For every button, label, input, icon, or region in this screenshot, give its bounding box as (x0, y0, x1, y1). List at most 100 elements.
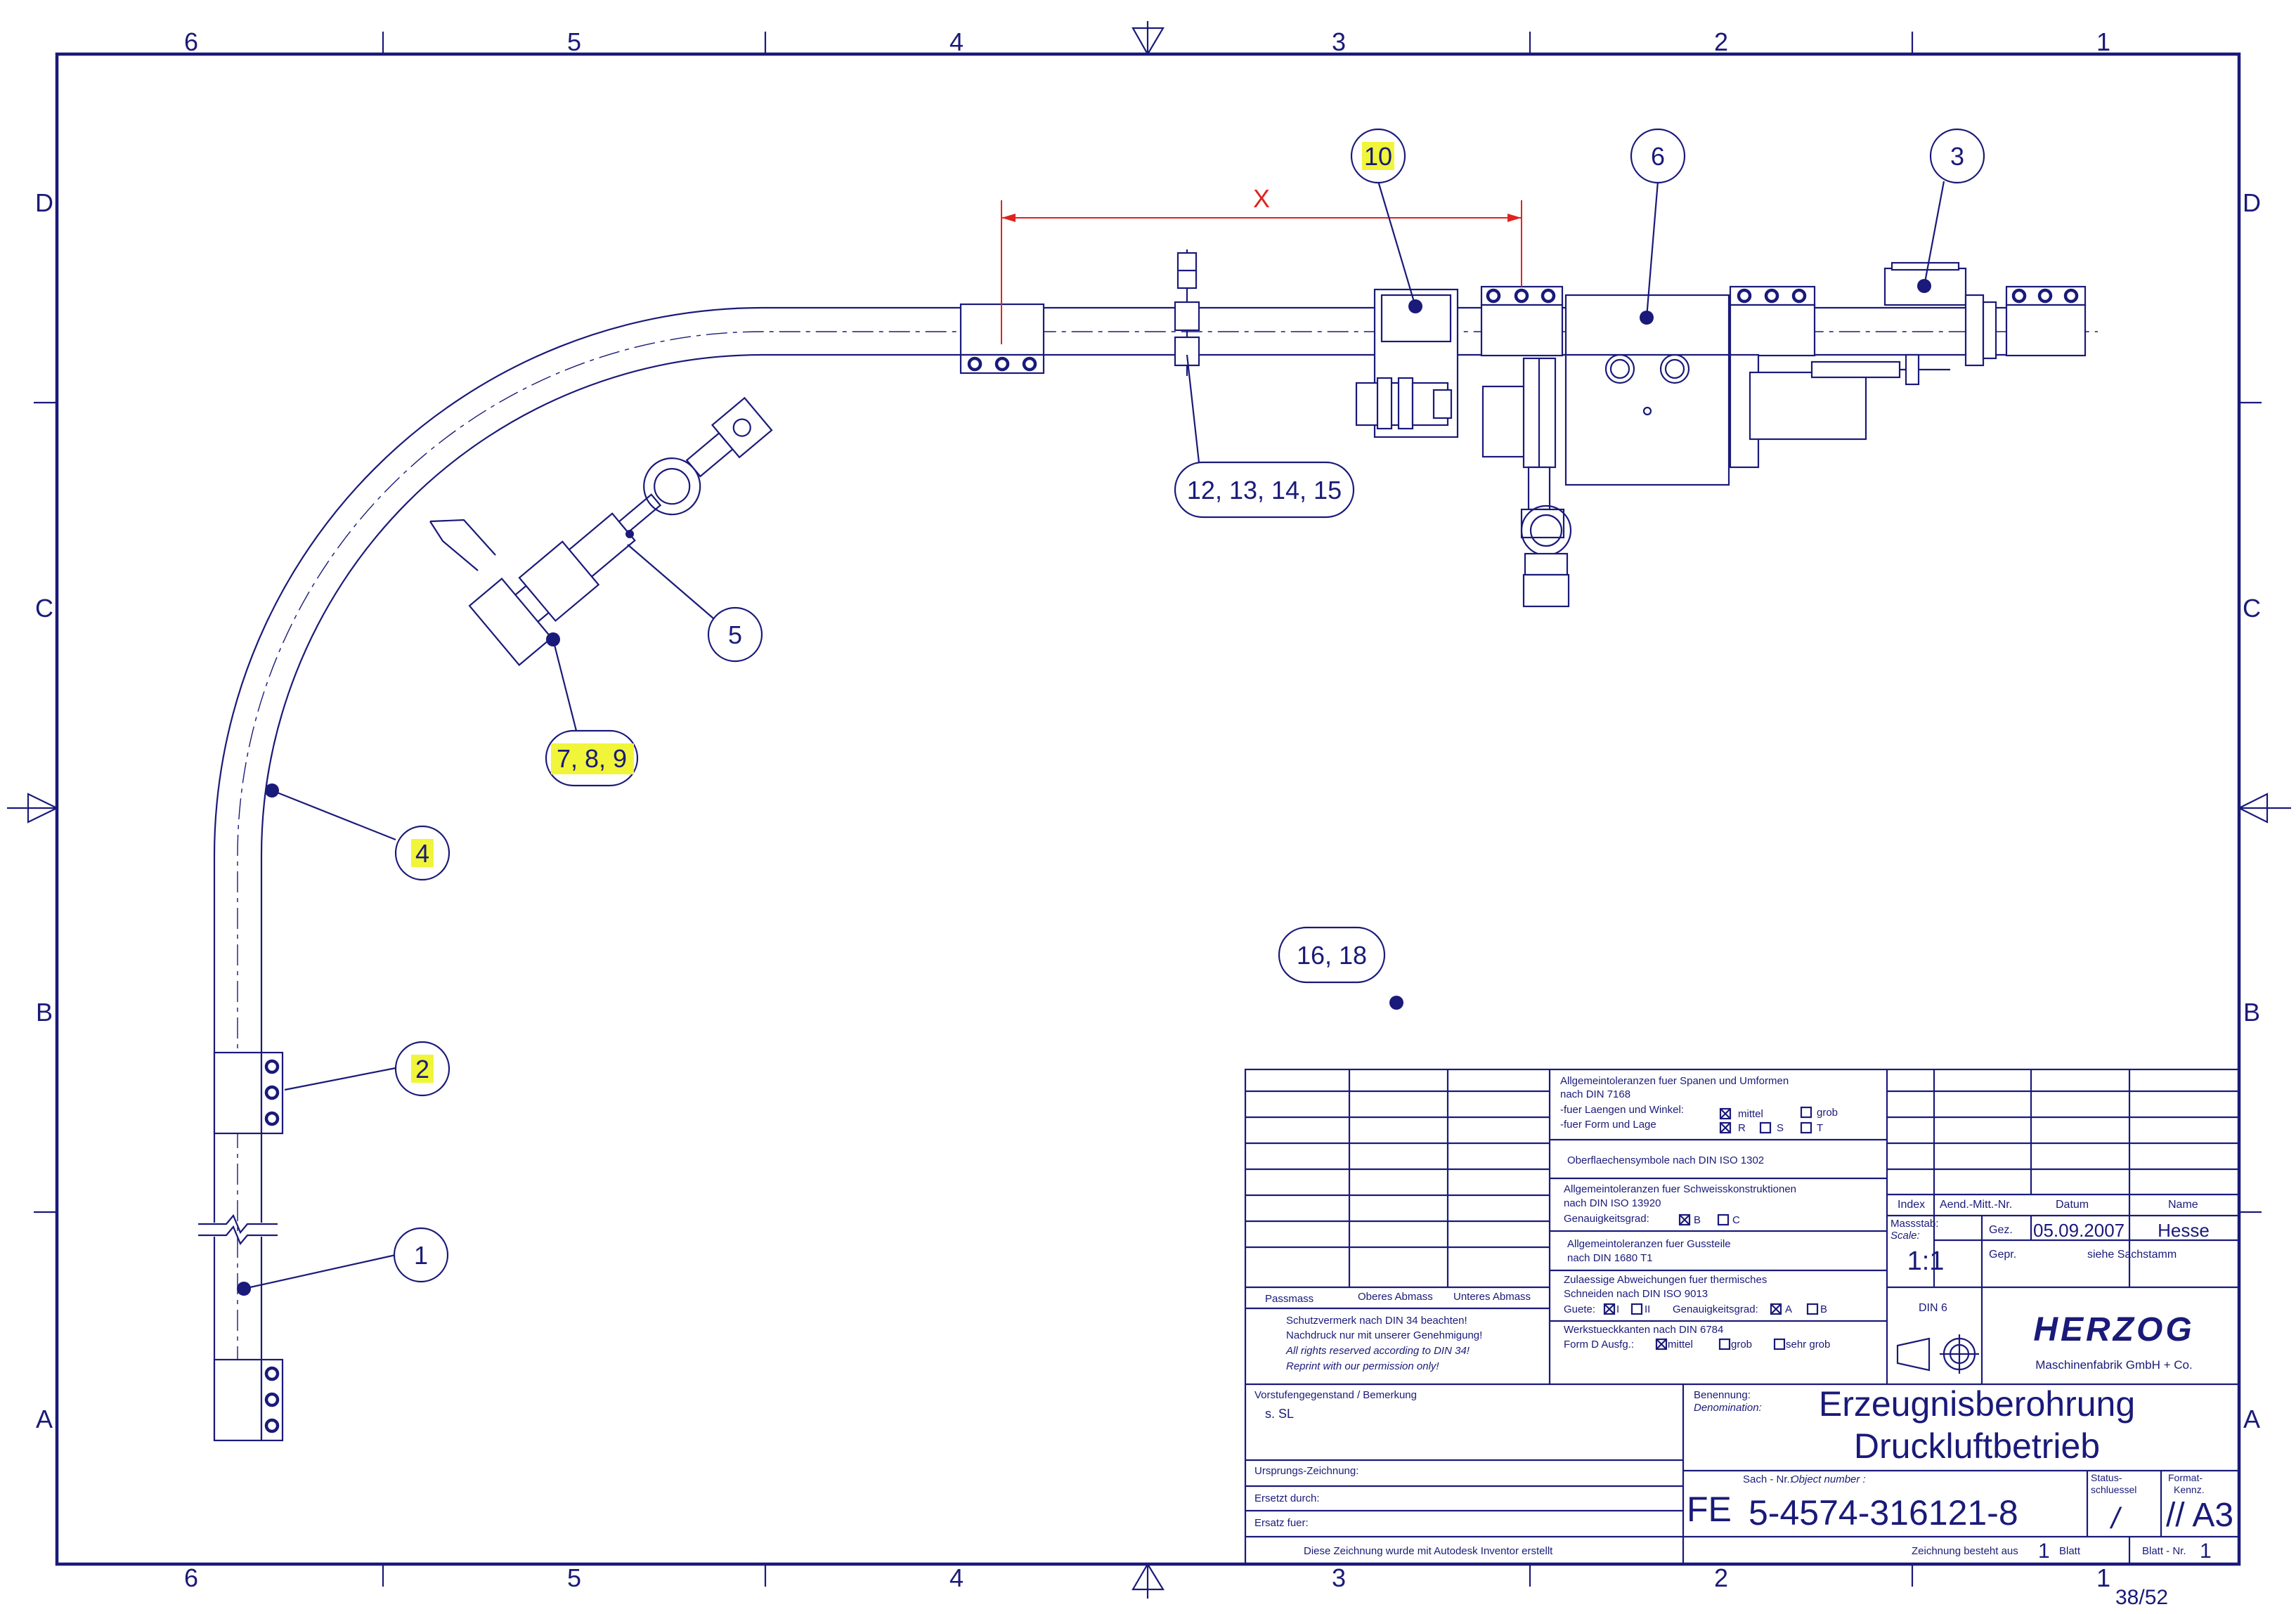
svg-text:D: D (35, 188, 53, 217)
clamp-lower (213, 1358, 263, 1442)
svg-text:mittel: mittel (1668, 1339, 1693, 1351)
checkboxes (1603, 1106, 1819, 1351)
svg-text:Zeichnung besteht aus: Zeichnung besteht aus (1912, 1545, 2018, 1557)
svg-text:siehe Sachstamm: siehe Sachstamm (2087, 1249, 2177, 1261)
svg-text:Ursprungs-Zeichnung:: Ursprungs-Zeichnung: (1254, 1465, 1358, 1477)
svg-text:A: A (2243, 1405, 2260, 1433)
svg-text:Name: Name (2168, 1199, 2198, 1211)
svg-text:7, 8, 9: 7, 8, 9 (557, 744, 627, 773)
svg-text:Allgemeintoleranzen fuer Spane: Allgemeintoleranzen fuer Spanen und Umfo… (1560, 1075, 1789, 1087)
svg-text:Werkstueckkanten nach DIN 6784: Werkstueckkanten nach DIN 6784 (1564, 1324, 1723, 1336)
svg-text:Maschinenfabrik GmbH + Co.: Maschinenfabrik GmbH + Co. (2035, 1358, 2192, 1372)
svg-text:Gez.: Gez. (1989, 1224, 2013, 1236)
svg-text:// A3: // A3 (2166, 1497, 2233, 1534)
column-labels-top: 6 5 4 3 2 1 (184, 27, 2110, 56)
svg-text:1: 1 (2200, 1540, 2212, 1563)
svg-text:Status-: Status- (2091, 1472, 2122, 1483)
svg-text:C: C (1732, 1214, 1740, 1226)
svg-text:Kennz.: Kennz. (2174, 1484, 2205, 1495)
svg-text:FE: FE (1687, 1490, 1732, 1529)
svg-text:Scale:: Scale: (1890, 1230, 1920, 1242)
svg-text:5: 5 (567, 1563, 581, 1592)
column-labels-bottom: 6 5 4 3 2 1 (184, 1563, 2110, 1592)
svg-text:12, 13, 14, 15: 12, 13, 14, 15 (1187, 476, 1342, 505)
svg-text:s. SL: s. SL (1265, 1407, 1294, 1421)
svg-text:2: 2 (415, 1055, 429, 1083)
valve-component (1174, 249, 1200, 376)
svg-text:C: C (2243, 594, 2261, 623)
svg-text:All rights reserved according: All rights reserved according to DIN 34! (1285, 1345, 1470, 1357)
pipe-centerline (237, 331, 2098, 1440)
svg-text:Erzeugnisberohrung: Erzeugnisberohrung (1819, 1384, 2135, 1424)
svg-text:Sach - Nr.:: Sach - Nr.: (1743, 1473, 1793, 1485)
svg-text:sehr grob: sehr grob (1786, 1339, 1830, 1351)
svg-text:Blatt - Nr.: Blatt - Nr. (2142, 1545, 2186, 1557)
svg-text:B: B (36, 998, 53, 1027)
leader-lines (243, 181, 1945, 1290)
svg-text:Guete:: Guete: (1564, 1303, 1595, 1315)
svg-text:5: 5 (728, 620, 742, 649)
svg-text:S: S (1777, 1122, 1784, 1134)
svg-text:Schutzvermerk nach DIN 34 beac: Schutzvermerk nach DIN 34 beachten! (1286, 1315, 1467, 1327)
svg-text:Ersetzt durch:: Ersetzt durch: (1254, 1492, 1320, 1504)
svg-text:3: 3 (1332, 27, 1346, 56)
dimension-label: X (1253, 184, 1270, 213)
svg-text:Schneiden nach DIN ISO 9013: Schneiden nach DIN ISO 9013 (1564, 1288, 1708, 1300)
svg-text:Aend.-Mitt.-Nr.: Aend.-Mitt.-Nr. (1940, 1199, 2012, 1211)
svg-text:Blatt: Blatt (2059, 1545, 2081, 1557)
svg-text:R: R (1738, 1122, 1746, 1134)
svg-text:B: B (1820, 1303, 1827, 1315)
company-logo: HERZOG (2033, 1311, 2194, 1348)
component-6 (1481, 294, 1950, 608)
svg-text:Hesse: Hesse (2158, 1220, 2210, 1241)
svg-text:Gepr.: Gepr. (1989, 1249, 2016, 1261)
pipe-outer-line (213, 306, 2080, 1053)
svg-text:1: 1 (2096, 27, 2110, 56)
component-3 (1883, 261, 1997, 367)
svg-text:Oberflaechensymbole nach DIN I: Oberflaechensymbole nach DIN ISO 1302 (1567, 1154, 1764, 1166)
svg-text:D: D (2243, 188, 2261, 217)
svg-text:Zulaessige Abweichungen fuer t: Zulaessige Abweichungen fuer thermisches (1564, 1274, 1767, 1286)
component-5-7-9 (468, 396, 773, 666)
svg-text:Datum: Datum (2056, 1199, 2089, 1211)
svg-text:5-4574-316121-8: 5-4574-316121-8 (1749, 1493, 2018, 1532)
svg-text:Allgemeintoleranzen fuer Schwe: Allgemeintoleranzen fuer Schweisskonstru… (1564, 1183, 1796, 1195)
svg-text:/: / (2109, 1502, 2122, 1535)
svg-text:Format-: Format- (2168, 1472, 2203, 1483)
projection-symbol (1896, 1334, 1979, 1374)
callout-5: 5 (707, 606, 763, 663)
svg-text:2: 2 (1714, 1563, 1728, 1592)
svg-text:Allgemeintoleranzen fuer Gusst: Allgemeintoleranzen fuer Gussteile (1567, 1238, 1731, 1250)
clamp-top-right1 (1729, 285, 1816, 357)
svg-text:Genauigkeitsgrad:: Genauigkeitsgrad: (1673, 1303, 1758, 1315)
component-10 (1355, 288, 1459, 438)
svg-text:I: I (1616, 1303, 1619, 1315)
svg-text:10: 10 (1364, 142, 1392, 171)
leader-dots (237, 279, 1931, 1296)
svg-text:4: 4 (949, 27, 964, 56)
svg-text:grob: grob (1731, 1339, 1752, 1351)
svg-text:nach DIN 1680 T1: nach DIN 1680 T1 (1567, 1252, 1652, 1264)
callout-7-8-9: 7, 8, 9 (545, 729, 639, 787)
svg-text:Massstab:: Massstab: (1890, 1218, 1938, 1230)
callout-12-15: 12, 13, 14, 15 (1174, 461, 1355, 519)
svg-text:B: B (2243, 998, 2260, 1027)
svg-text:6: 6 (184, 27, 198, 56)
svg-text:4: 4 (415, 839, 429, 868)
title-block: Allgemeintoleranzen fuer Spanen und Umfo… (1244, 1068, 2240, 1566)
svg-text:Genauigkeitsgrad:: Genauigkeitsgrad: (1564, 1213, 1649, 1225)
pipe-assembly (198, 249, 2098, 1442)
svg-text:II: II (1645, 1303, 1650, 1315)
svg-text:Benennung:: Benennung: (1694, 1389, 1751, 1401)
svg-text:1: 1 (2038, 1540, 2050, 1563)
svg-text:Object number :: Object number : (1791, 1473, 1866, 1485)
svg-text:Denomination:: Denomination: (1694, 1402, 1762, 1414)
svg-text:3: 3 (1332, 1563, 1346, 1592)
row-labels-left: D C B A (35, 188, 53, 1433)
callout-3: 3 (1929, 128, 1985, 184)
clamp-upper (213, 1051, 263, 1135)
svg-text:grob: grob (1817, 1107, 1838, 1119)
svg-text:Unteres Abmass: Unteres Abmass (1453, 1291, 1531, 1303)
svg-text:1: 1 (2096, 1563, 2110, 1592)
svg-text:Diese Zeichnung wurde mit Auto: Diese Zeichnung wurde mit Autodesk Inven… (1304, 1545, 1553, 1557)
